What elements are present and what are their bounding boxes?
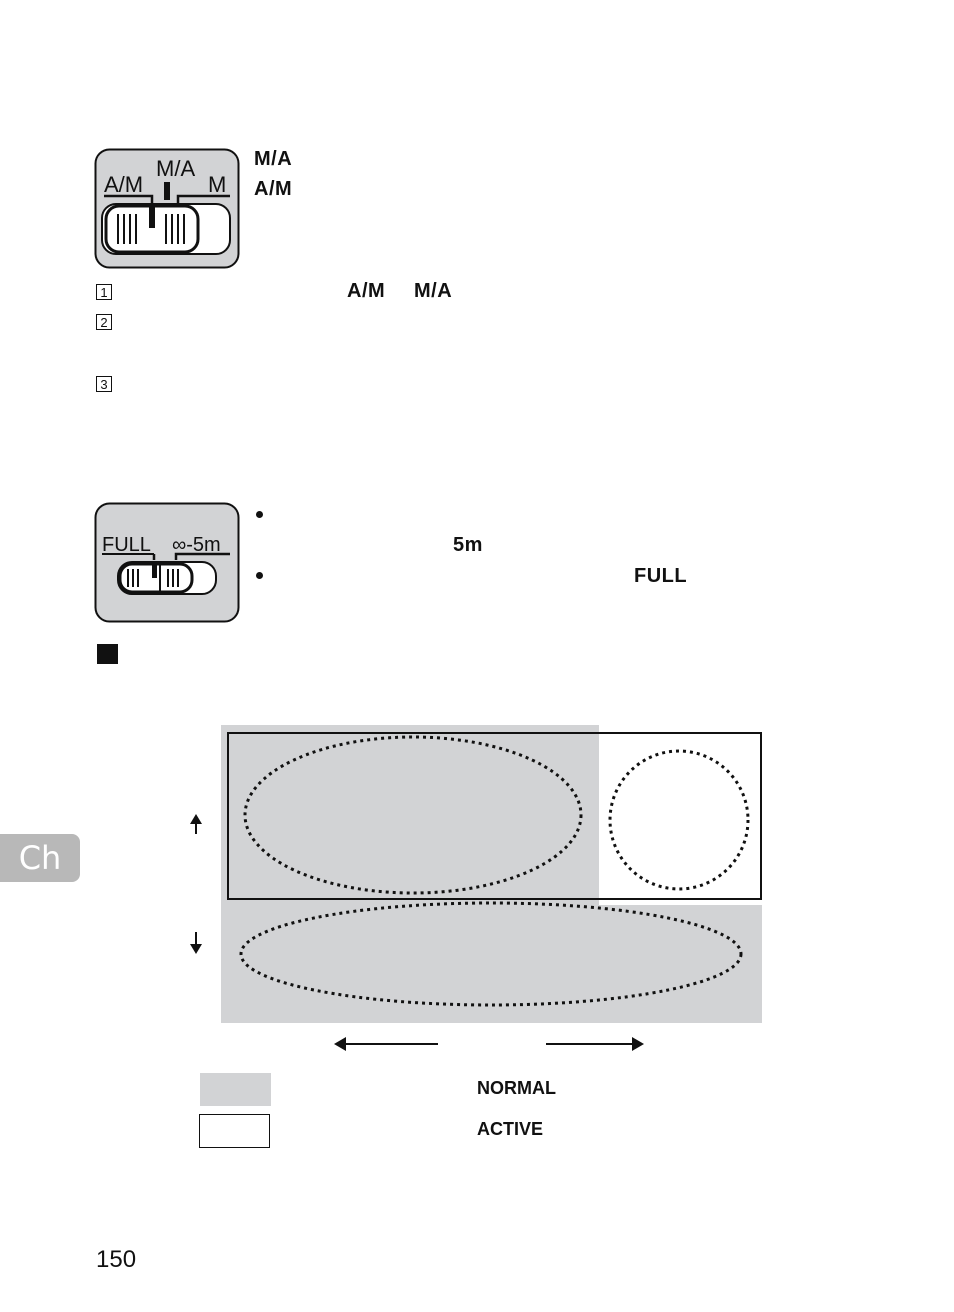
step1-value-ma: M/A [414, 280, 453, 302]
switch1-label-am: A/M [104, 172, 143, 197]
left-arrow-icon [334, 1037, 438, 1051]
focus-mode-switch-illustration: A/M M/A M [94, 148, 240, 269]
switch2-label-full: FULL [102, 534, 151, 556]
up-arrow-icon [190, 814, 202, 834]
page-number: 150 [96, 1246, 137, 1273]
mode-label-am: A/M [254, 178, 293, 200]
vr-area-diagram [190, 725, 762, 1051]
mode-label-ma: M/A [254, 148, 293, 170]
normal-area-top [221, 725, 599, 905]
switch1-label-ma: M/A [156, 156, 195, 181]
focus-limit-switch-illustration: FULL ∞-5m [94, 502, 240, 623]
right-dotted-circle [608, 749, 750, 891]
normal-area-bottom [221, 905, 762, 1023]
step1-value-am: A/M [347, 280, 386, 302]
section-marker-square [97, 644, 118, 664]
legend-swatch-normal [200, 1073, 271, 1106]
switch1-label-m: M [208, 172, 226, 197]
chapter-tab: Ch [0, 834, 80, 882]
legend-swatch-active [199, 1114, 270, 1148]
legend-label-normal: NORMAL [477, 1078, 556, 1098]
bullet-2 [256, 572, 263, 579]
upper-dotted-ellipse [243, 735, 583, 895]
down-arrow-icon [190, 932, 202, 954]
bullet-1 [256, 511, 263, 518]
right-arrow-icon [546, 1037, 644, 1051]
active-area-outline [227, 732, 762, 900]
step-number-1: 1 [96, 284, 112, 300]
step-number-3: 3 [96, 376, 112, 392]
legend-label-active: ACTIVE [477, 1119, 544, 1139]
bullet2-value-full: FULL [634, 565, 688, 587]
bullet1-value-5m: 5m [453, 534, 483, 556]
step-number-2: 2 [96, 314, 112, 330]
lower-dotted-ellipse [239, 901, 743, 1007]
switch2-label-range: ∞-5m [172, 534, 221, 556]
